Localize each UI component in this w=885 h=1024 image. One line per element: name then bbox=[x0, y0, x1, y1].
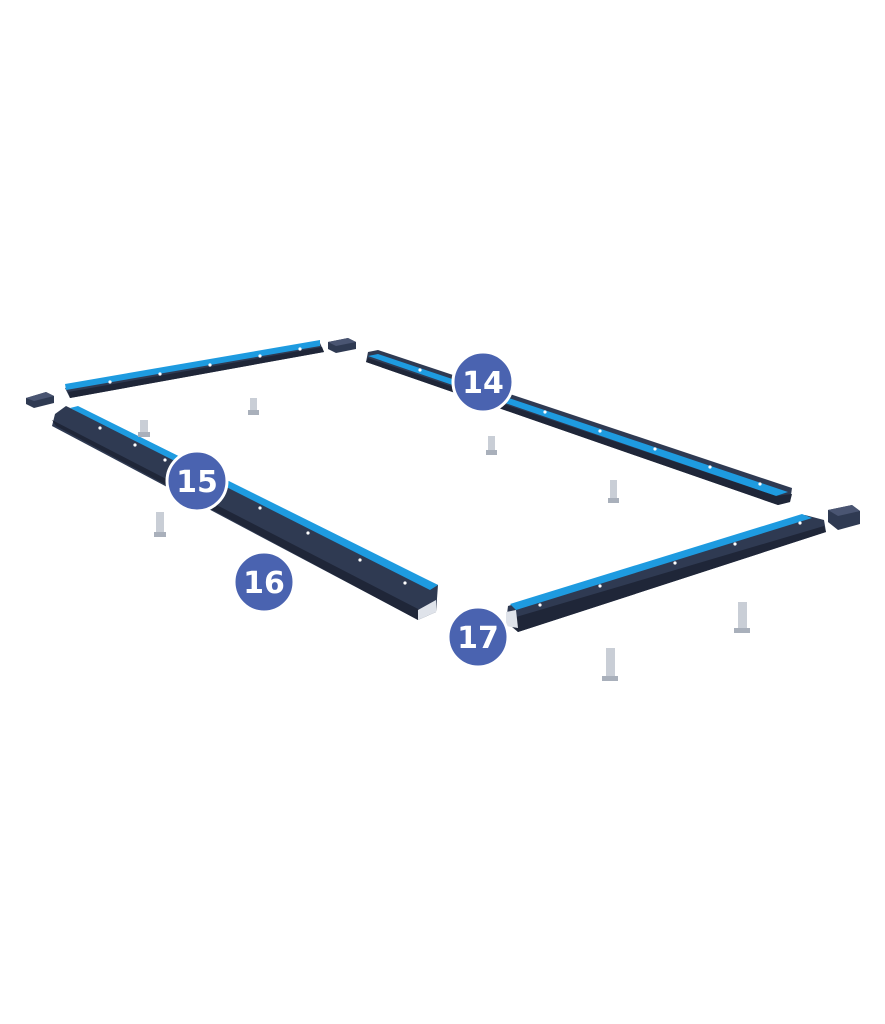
callout-14: 14 bbox=[451, 350, 515, 414]
svg-text:15: 15 bbox=[176, 465, 218, 500]
callout-17: 17 bbox=[446, 605, 510, 669]
bracket bbox=[608, 480, 619, 503]
callout-16: 16 bbox=[232, 550, 296, 614]
rail-bottom-right bbox=[506, 514, 826, 632]
callout-15: 15 bbox=[165, 449, 229, 513]
svg-text:16: 16 bbox=[243, 566, 285, 601]
rail-top-right bbox=[366, 350, 792, 505]
svg-text:17: 17 bbox=[457, 621, 499, 656]
bracket bbox=[602, 648, 618, 681]
bracket bbox=[248, 398, 259, 415]
rail-top-left bbox=[65, 340, 324, 398]
bracket bbox=[154, 512, 166, 537]
end-cap-top bbox=[328, 338, 356, 353]
end-cap-left bbox=[26, 392, 54, 408]
rail-left-long bbox=[52, 406, 438, 620]
svg-text:14: 14 bbox=[462, 366, 504, 401]
bracket bbox=[486, 436, 497, 455]
end-cap-right bbox=[828, 505, 860, 530]
bracket bbox=[138, 420, 150, 437]
bracket bbox=[734, 602, 750, 633]
